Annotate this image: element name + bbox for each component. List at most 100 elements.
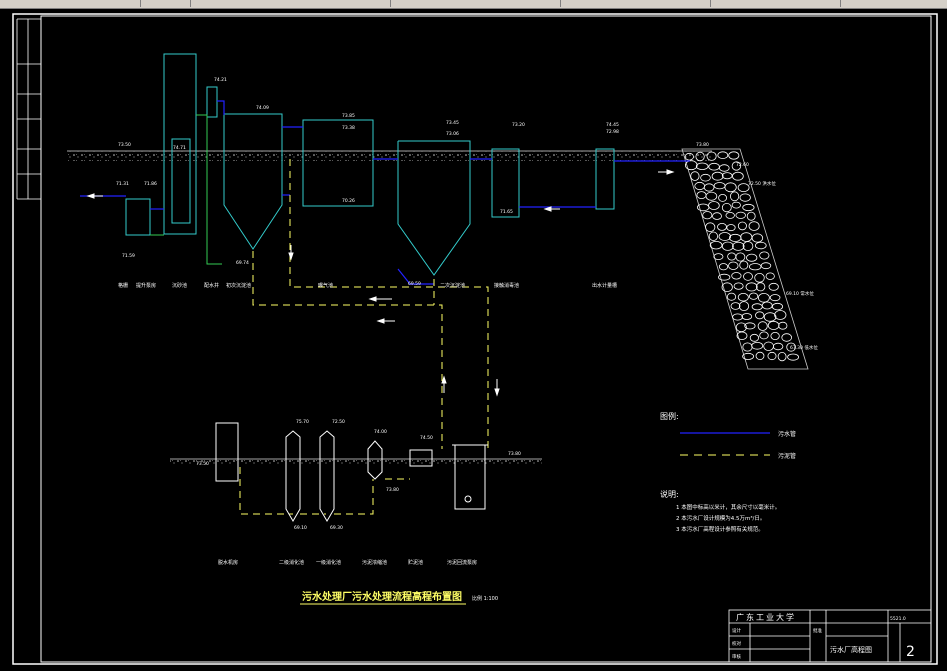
riprap-stone — [735, 211, 746, 219]
svg-text:审核: 审核 — [732, 653, 741, 660]
svg-text:74.00: 74.00 — [374, 429, 387, 435]
primary-clarifier — [223, 113, 283, 250]
svg-text:曝气池: 曝气池 — [318, 282, 333, 289]
riprap-stone — [768, 282, 779, 291]
contact-tank — [491, 148, 520, 218]
riprap-stone — [781, 333, 792, 342]
riprap-stone — [754, 241, 767, 250]
riprap-stone — [726, 292, 737, 301]
svg-text:73.38: 73.38 — [342, 125, 355, 131]
riprap-stone — [718, 263, 729, 271]
drawing-title: 污水处理厂污水处理流程高程布置图 — [302, 590, 462, 603]
riprap-stone — [732, 241, 745, 251]
riprap-stone — [738, 301, 750, 312]
elevation-marks: 73.50 71.31 71.86 71.59 74.71 74.21 74.0… — [116, 77, 818, 531]
riprap-stone — [708, 162, 720, 171]
riprap-stone — [740, 232, 753, 242]
binding-margin-table — [16, 18, 41, 200]
svg-text:71.65: 71.65 — [500, 209, 513, 215]
svg-text:72.50: 72.50 — [332, 419, 345, 425]
riprap-stone — [733, 282, 744, 290]
riprap-stone — [721, 282, 733, 293]
riprap-stone — [717, 151, 729, 160]
svg-text:74.09: 74.09 — [256, 105, 269, 111]
riprap-stone — [751, 303, 763, 311]
riprap-stone — [690, 171, 700, 181]
riprap-stone — [770, 331, 780, 340]
svg-text:污泥回流泵房: 污泥回流泵房 — [447, 559, 477, 566]
riprap-stone — [730, 302, 741, 310]
legend: 图例: 污水管 污泥管 — [660, 411, 796, 460]
drawing-canvas[interactable]: 图例: 污水管 污泥管 说明: 1 本图中标高以米计，其余尺寸以毫米计。 2 本… — [0, 9, 947, 671]
riprap-stone — [713, 182, 726, 190]
riprap-stone — [739, 260, 749, 270]
svg-text:3 本污水厂高程设计参照有关规范。: 3 本污水厂高程设计参照有关规范。 — [676, 525, 764, 533]
riprap-stone — [727, 252, 737, 261]
svg-text:73.50: 73.50 — [196, 461, 209, 467]
riprap-stone — [729, 191, 740, 202]
riprap-stone — [694, 181, 705, 191]
university-name: 广东工业大学 — [736, 612, 796, 622]
riprap-stone — [778, 321, 788, 330]
riprap-stone — [713, 253, 724, 261]
drawing-code: 5521.0 — [890, 616, 906, 622]
svg-text:二次沉淀池: 二次沉淀池 — [440, 282, 465, 289]
riprap-stone — [746, 253, 758, 262]
riprap-stone — [763, 312, 777, 322]
svg-text:69.59: 69.59 — [408, 281, 421, 287]
riprap-stone — [695, 151, 705, 162]
riprap-stone — [717, 222, 727, 231]
riprap-stone — [729, 233, 742, 242]
riprap-stone — [761, 301, 773, 310]
svg-text:73.45: 73.45 — [446, 120, 459, 126]
riprap-stone — [744, 322, 756, 330]
riprap-stone — [732, 313, 743, 321]
riprap-stone — [718, 232, 732, 241]
riprap-stone — [726, 224, 736, 232]
svg-text:二级消化池: 二级消化池 — [279, 559, 304, 566]
aeration-tank — [302, 119, 374, 207]
sheet-number: 2 — [906, 644, 915, 660]
riprap-stone — [746, 211, 756, 221]
svg-text:批准: 批准 — [813, 627, 822, 634]
svg-text:校对: 校对 — [732, 640, 741, 647]
riprap-stone — [743, 272, 753, 281]
svg-text:69.10: 69.10 — [294, 525, 307, 531]
primary-digester — [319, 430, 335, 522]
sludge-pipe-network — [239, 159, 489, 515]
riprap-stone — [728, 261, 739, 270]
riprap-stone — [763, 341, 774, 352]
svg-text:74.45: 74.45 — [606, 122, 619, 128]
riprap-stone — [721, 241, 734, 251]
svg-text:72.60: 72.60 — [736, 162, 749, 168]
svg-text:69.10 常水位: 69.10 常水位 — [786, 290, 814, 297]
flow-arrows — [86, 169, 675, 397]
secondary-digester — [285, 430, 301, 522]
svg-text:71.86: 71.86 — [144, 181, 157, 187]
bar-screen-unit — [125, 198, 151, 236]
riprap-stone — [769, 294, 781, 302]
riprap-stone — [737, 293, 749, 302]
riprap-stone — [759, 251, 770, 260]
riprap-stone — [751, 233, 764, 243]
riprap-stone — [718, 164, 730, 172]
svg-text:73.85: 73.85 — [342, 113, 355, 119]
svg-text:73.80: 73.80 — [696, 142, 709, 148]
lift-pump-house — [163, 53, 197, 235]
scale-note: 比例 1:100 — [472, 595, 498, 602]
riprap-stone — [708, 201, 720, 210]
svg-text:69.30: 69.30 — [330, 525, 343, 531]
svg-text:贮泥池: 贮泥池 — [408, 559, 423, 566]
riprap-stone — [741, 313, 753, 320]
riprap-stone — [724, 182, 737, 193]
riprap-stone — [749, 263, 762, 271]
riprap-stone — [721, 203, 732, 213]
svg-text:72.98: 72.98 — [606, 129, 619, 135]
svg-text:污泥浓缩池: 污泥浓缩池 — [362, 559, 387, 566]
riprap-stone — [767, 351, 777, 361]
riprap-stone — [745, 282, 758, 292]
riprap-stone — [767, 320, 780, 330]
riprap-stone — [755, 311, 765, 320]
sludge-return-pump — [454, 444, 486, 510]
riprap-stone — [732, 171, 744, 181]
